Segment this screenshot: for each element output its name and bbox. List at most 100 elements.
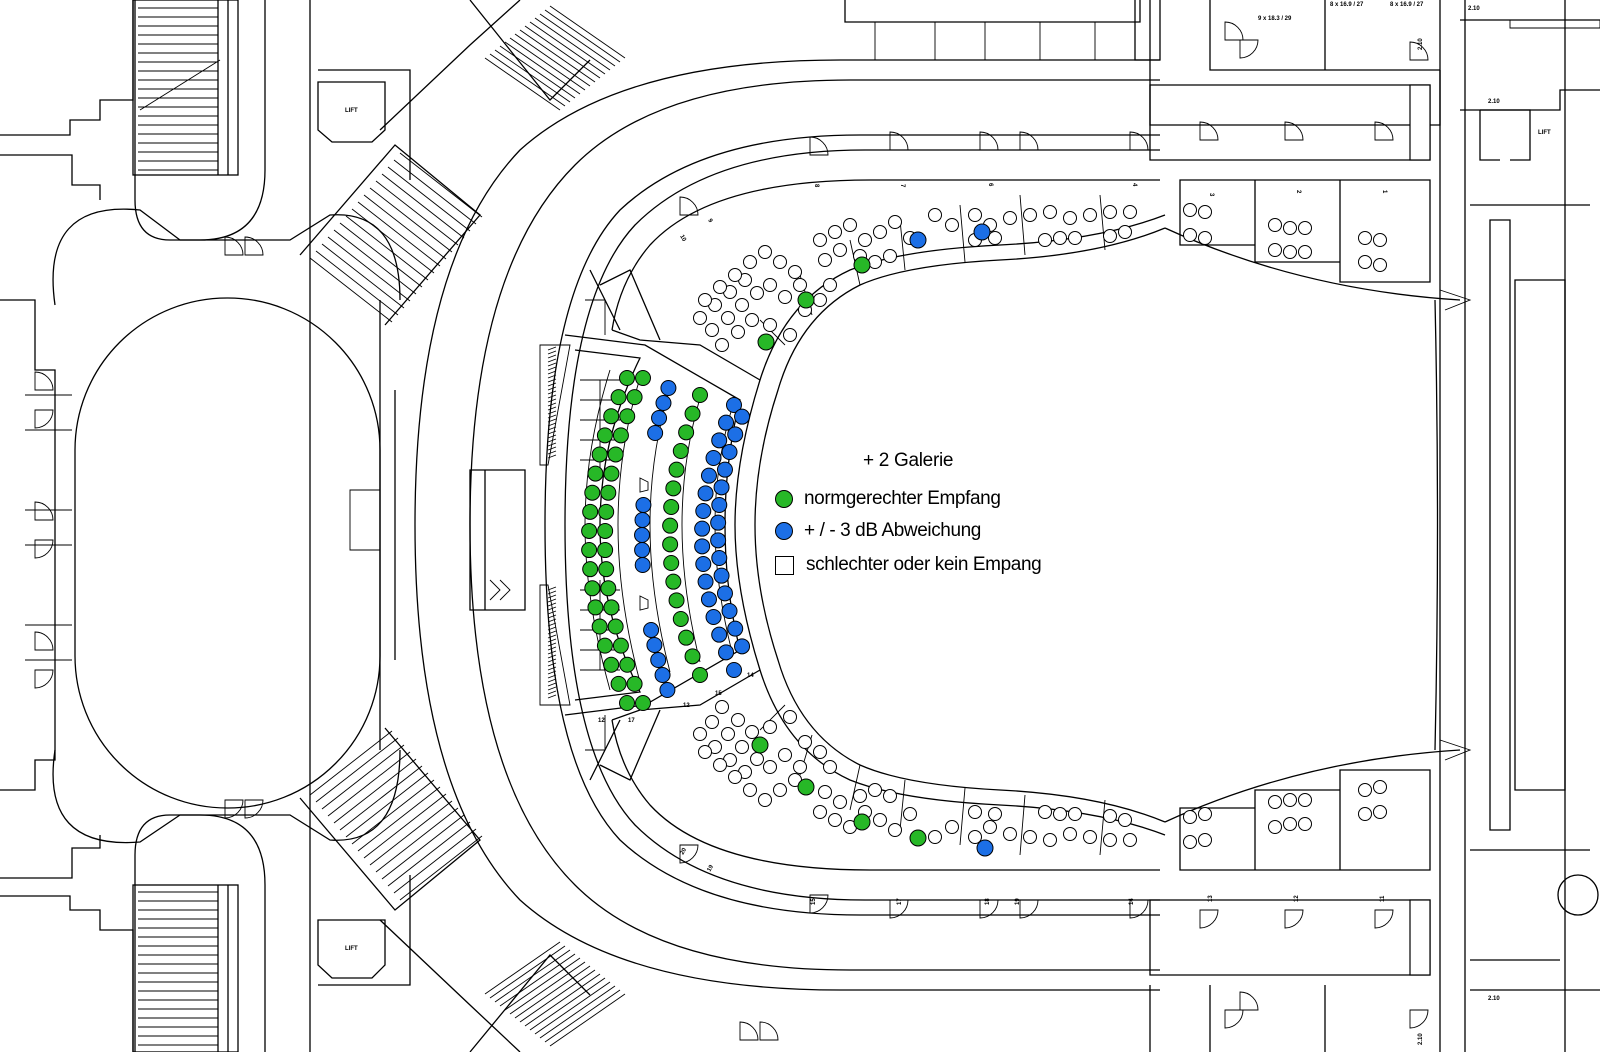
seat bbox=[1283, 221, 1297, 235]
gallery-balcony bbox=[589, 179, 1472, 871]
legend-item-blue: + / - 3 dB Abweichung bbox=[775, 520, 981, 542]
seat bbox=[603, 656, 620, 673]
svg-text:7: 7 bbox=[899, 184, 905, 188]
seat bbox=[597, 542, 614, 559]
seat bbox=[1268, 218, 1282, 232]
seat bbox=[697, 485, 714, 502]
seat bbox=[660, 380, 677, 396]
seat bbox=[1198, 833, 1212, 847]
seat bbox=[1063, 827, 1077, 841]
seat bbox=[584, 484, 601, 501]
seat bbox=[619, 408, 636, 425]
seat bbox=[705, 450, 722, 466]
seat bbox=[612, 637, 629, 654]
seat bbox=[1103, 833, 1117, 847]
seat bbox=[813, 745, 827, 759]
seat bbox=[1373, 780, 1387, 794]
seat bbox=[693, 311, 707, 325]
seat bbox=[607, 618, 624, 635]
seat bbox=[888, 215, 902, 229]
seat bbox=[635, 497, 652, 513]
seat bbox=[873, 225, 887, 239]
seat bbox=[654, 667, 671, 683]
svg-text:12: 12 bbox=[598, 718, 605, 724]
seat bbox=[698, 745, 712, 759]
seat bbox=[1103, 809, 1117, 823]
seat bbox=[1183, 810, 1197, 824]
seat bbox=[684, 405, 701, 422]
seat bbox=[1373, 805, 1387, 819]
seat bbox=[793, 760, 807, 774]
seat bbox=[828, 225, 842, 239]
seat bbox=[823, 760, 837, 774]
seat bbox=[600, 580, 617, 597]
svg-text:2.10: 2.10 bbox=[1488, 99, 1500, 105]
seat bbox=[853, 813, 871, 831]
seat bbox=[665, 480, 682, 497]
lift-label: LIFT bbox=[345, 108, 358, 114]
seat bbox=[665, 573, 682, 590]
seat bbox=[619, 370, 635, 386]
seat bbox=[662, 517, 679, 534]
svg-text:LIFT: LIFT bbox=[1538, 130, 1551, 136]
seat bbox=[698, 293, 712, 307]
svg-text:9: 9 bbox=[706, 218, 713, 224]
seat bbox=[763, 278, 777, 292]
svg-text:9 x 18.3 / 29: 9 x 18.3 / 29 bbox=[1258, 16, 1292, 22]
seat bbox=[945, 820, 959, 834]
seat bbox=[788, 265, 802, 279]
seat bbox=[710, 532, 727, 549]
seat bbox=[634, 527, 651, 543]
seat bbox=[634, 512, 651, 528]
svg-text:13: 13 bbox=[1208, 895, 1214, 902]
seat bbox=[1358, 807, 1372, 821]
seat bbox=[1283, 245, 1297, 259]
seat bbox=[600, 484, 617, 501]
seat bbox=[793, 278, 807, 292]
seat bbox=[1063, 211, 1077, 225]
seat bbox=[763, 760, 777, 774]
seat bbox=[818, 253, 832, 267]
seat bbox=[928, 208, 942, 222]
seat bbox=[634, 557, 651, 573]
seat bbox=[797, 778, 815, 796]
seat bbox=[728, 770, 742, 784]
seat bbox=[727, 426, 744, 443]
seat bbox=[833, 243, 847, 257]
seat bbox=[1198, 231, 1212, 245]
seat bbox=[1298, 793, 1312, 807]
seat bbox=[968, 208, 982, 222]
seat bbox=[711, 550, 728, 566]
svg-text:20: 20 bbox=[680, 847, 689, 856]
seat bbox=[778, 290, 792, 304]
seat bbox=[581, 542, 598, 559]
seat bbox=[721, 603, 738, 619]
seat bbox=[1003, 211, 1017, 225]
seat bbox=[734, 638, 751, 655]
svg-text:14: 14 bbox=[1129, 898, 1135, 905]
seat bbox=[684, 648, 701, 665]
seat bbox=[798, 735, 812, 749]
seat bbox=[833, 795, 847, 809]
seat bbox=[1103, 229, 1117, 243]
seat bbox=[596, 427, 613, 444]
seat bbox=[659, 682, 676, 698]
seat bbox=[713, 758, 727, 772]
seat bbox=[745, 725, 759, 739]
seat bbox=[718, 644, 735, 661]
seat bbox=[584, 580, 601, 597]
svg-text:2: 2 bbox=[1295, 190, 1301, 194]
seat bbox=[1183, 228, 1197, 242]
svg-text:11: 11 bbox=[1380, 895, 1386, 902]
legend-label: + / - 3 dB Abweichung bbox=[804, 520, 981, 541]
lift-bottom: LIFT bbox=[317, 919, 386, 979]
seat bbox=[758, 793, 772, 807]
seat bbox=[1053, 807, 1067, 821]
svg-text:10: 10 bbox=[678, 234, 687, 243]
svg-text:14: 14 bbox=[747, 673, 754, 679]
seat bbox=[716, 585, 733, 602]
seat bbox=[758, 245, 772, 259]
seat bbox=[718, 414, 735, 431]
seat bbox=[858, 233, 872, 247]
corridor-stairs bbox=[299, 0, 626, 1052]
